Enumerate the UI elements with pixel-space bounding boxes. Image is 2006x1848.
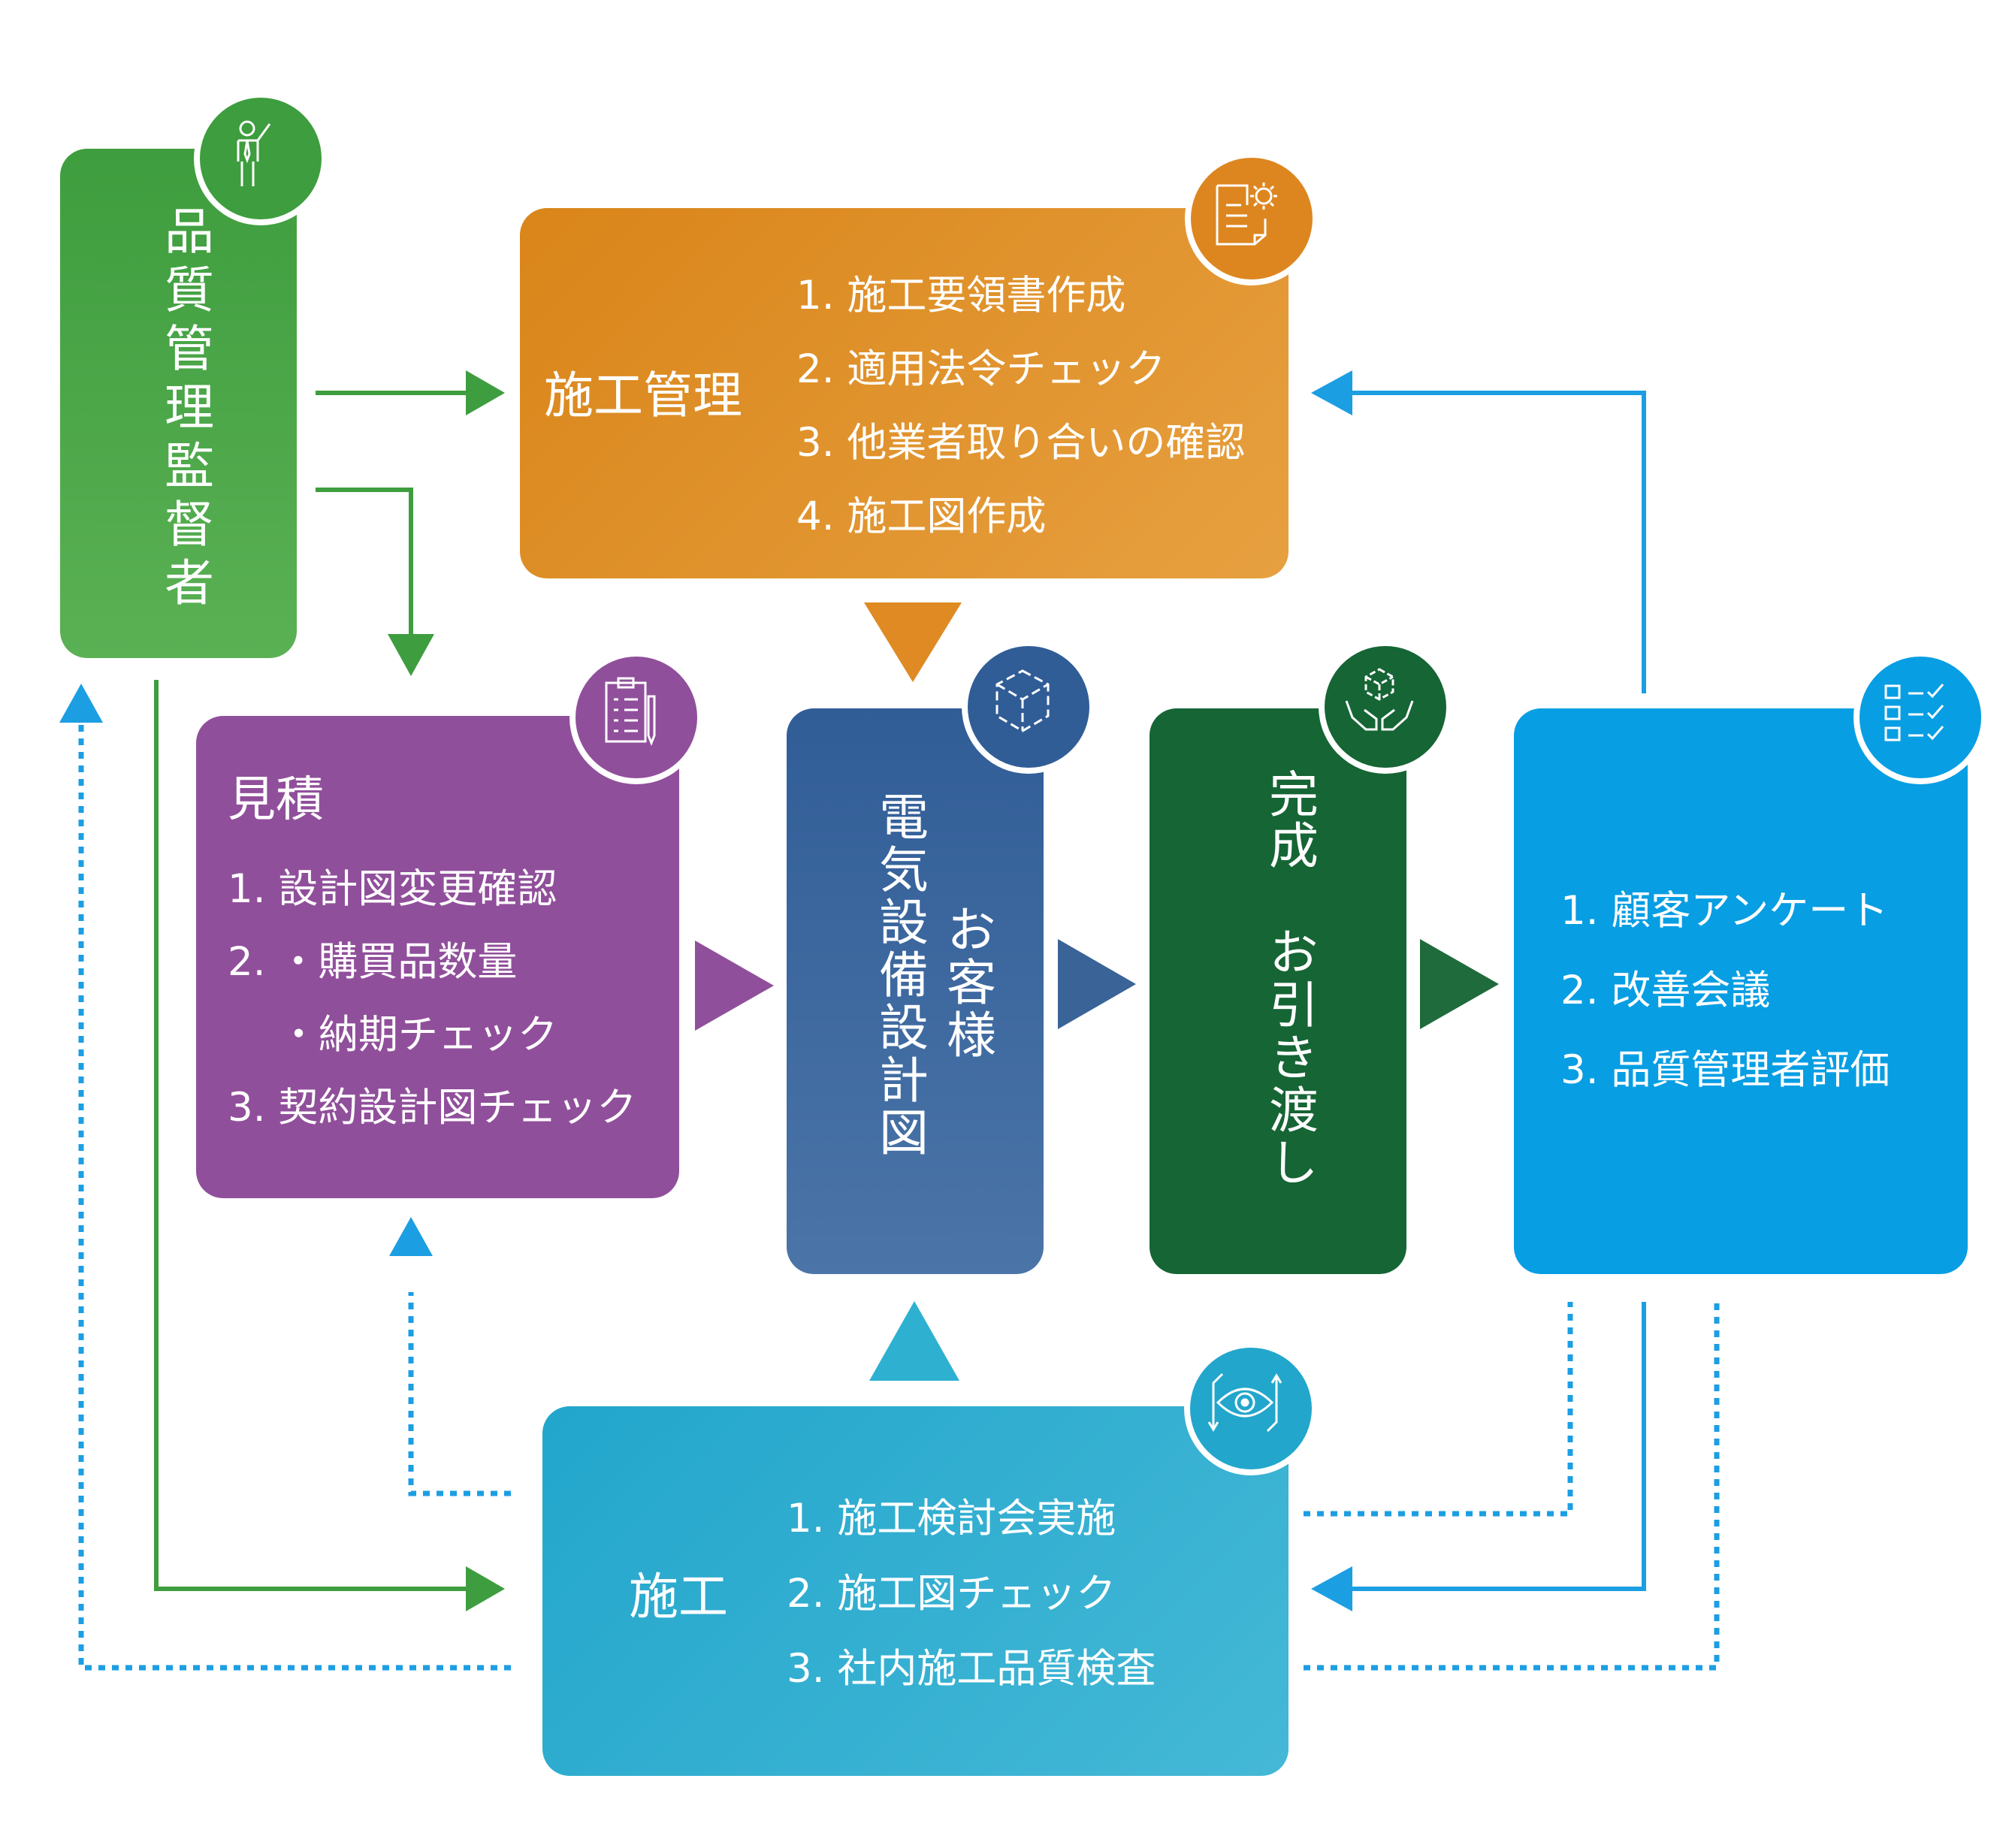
clipboard-badge bbox=[569, 651, 703, 784]
dotted-evaluation-to-construction-b bbox=[1304, 1302, 1720, 1671]
checklist-icon bbox=[1884, 684, 1944, 741]
estimate-item-3: 3. 契約設計図チェック bbox=[228, 1085, 637, 1131]
completion-line1: 完成 bbox=[1261, 768, 1319, 871]
quality-supervisor-label: 品質管理監督者 bbox=[156, 205, 214, 615]
management-item-1: 1. 施工要領書作成 bbox=[796, 273, 1126, 319]
evaluation-item-2: 2. 改善会議 bbox=[1560, 968, 1771, 1013]
person-icon bbox=[237, 120, 271, 186]
arrow-evaluation-to-management bbox=[1345, 391, 1646, 693]
construction-management-list: 1. 施工要領書作成 2. 適用法令チェック 3. 他業者取り合いの確認 4. … bbox=[796, 259, 1245, 554]
document-badge bbox=[1185, 152, 1319, 285]
arrow-supervisor-to-estimate bbox=[316, 488, 413, 639]
triangle-estimate-right bbox=[695, 941, 774, 1031]
cube-badge bbox=[962, 640, 1095, 774]
customer-line1: お客様 bbox=[938, 904, 996, 1061]
construction-box: 施工 1. 施工検討会実施 2. 施工図チェック 3. 社内施工品質検査 bbox=[542, 1406, 1288, 1776]
dotted-evaluation-to-construction-a bbox=[1304, 1302, 1573, 1517]
dotted-construction-to-estimate bbox=[408, 1292, 511, 1496]
construction-management-title: 施工管理 bbox=[544, 367, 742, 424]
customer-box: お客様 電気設備設計図 bbox=[787, 708, 1044, 1274]
triangle-customer-right bbox=[1058, 939, 1136, 1029]
management-item-4: 4. 施工図作成 bbox=[796, 494, 1047, 539]
management-item-3: 3. 他業者取り合いの確認 bbox=[796, 420, 1246, 466]
arrowhead-estimate bbox=[388, 634, 434, 676]
arrowhead-construction bbox=[466, 1566, 505, 1611]
construction-list: 1. 施工検討会実施 2. 施工図チェック 3. 社内施工品質検査 bbox=[787, 1481, 1156, 1707]
construction-item-3: 3. 社内施工品質検査 bbox=[787, 1646, 1156, 1692]
estimate-item-1: 1. 設計図変更確認 bbox=[228, 866, 557, 912]
estimate-item-2: 2. ・購買品数量 bbox=[228, 939, 518, 985]
document-gear-icon bbox=[1216, 183, 1277, 246]
customer-line2: 電気設備設計図 bbox=[871, 791, 929, 1159]
cube-icon bbox=[995, 669, 1050, 732]
completion-line2: お引き渡し bbox=[1261, 926, 1319, 1189]
construction-item-1: 1. 施工検討会実施 bbox=[787, 1496, 1116, 1542]
estimate-box: 見積 1. 設計図変更確認 2. ・購買品数量 ・納期チェック 3. 契約設計図… bbox=[196, 716, 679, 1198]
evaluation-list: 1. 顧客アンケート 2. 改善会議 3. 品質管理者評価 bbox=[1560, 871, 1890, 1110]
arrow-supervisor-to-construction bbox=[154, 680, 473, 1591]
evaluation-item-3: 3. 品質管理者評価 bbox=[1560, 1047, 1890, 1093]
dotted-construction-to-supervisor bbox=[78, 721, 511, 1671]
estimate-item-2b: ・納期チェック bbox=[279, 1012, 557, 1058]
quality-supervisor-box: 品質管理監督者 bbox=[60, 149, 297, 658]
clipboard-icon bbox=[605, 677, 656, 747]
person-badge bbox=[194, 92, 328, 225]
eye-cycle-icon bbox=[1207, 1372, 1282, 1433]
dotted-arrowhead-supervisor bbox=[59, 684, 103, 723]
construction-management-box: 施工管理 1. 施工要領書作成 2. 適用法令チェック 3. 他業者取り合いの確… bbox=[520, 208, 1288, 578]
evaluation-item-1: 1. 顧客アンケート bbox=[1560, 888, 1889, 934]
evaluation-box: 1. 顧客アンケート 2. 改善会議 3. 品質管理者評価 bbox=[1514, 708, 1968, 1274]
triangle-management-down bbox=[864, 602, 962, 682]
eye-badge bbox=[1184, 1342, 1318, 1475]
arrowhead-to-construction bbox=[1311, 1566, 1352, 1611]
completion-box: 完成 お引き渡し bbox=[1150, 708, 1406, 1274]
construction-title: 施工 bbox=[629, 1568, 728, 1626]
arrowhead-to-management bbox=[1311, 370, 1352, 415]
estimate-list: 1. 設計図変更確認 2. ・購買品数量 ・納期チェック 3. 契約設計図チェッ… bbox=[228, 853, 636, 1144]
dotted-arrowhead-estimate bbox=[389, 1217, 433, 1256]
estimate-title: 見積 bbox=[228, 772, 324, 828]
checklist-badge bbox=[1853, 651, 1987, 784]
construction-item-2: 2. 施工図チェック bbox=[787, 1571, 1116, 1617]
triangle-completion-right bbox=[1420, 939, 1499, 1029]
hands-cube-icon bbox=[1345, 668, 1414, 731]
arrow-evaluation-to-construction bbox=[1345, 1302, 1646, 1591]
triangle-construction-up bbox=[869, 1301, 959, 1381]
hands-badge bbox=[1319, 640, 1452, 774]
management-item-2: 2. 適用法令チェック bbox=[796, 346, 1166, 392]
arrowhead-management bbox=[466, 370, 505, 415]
